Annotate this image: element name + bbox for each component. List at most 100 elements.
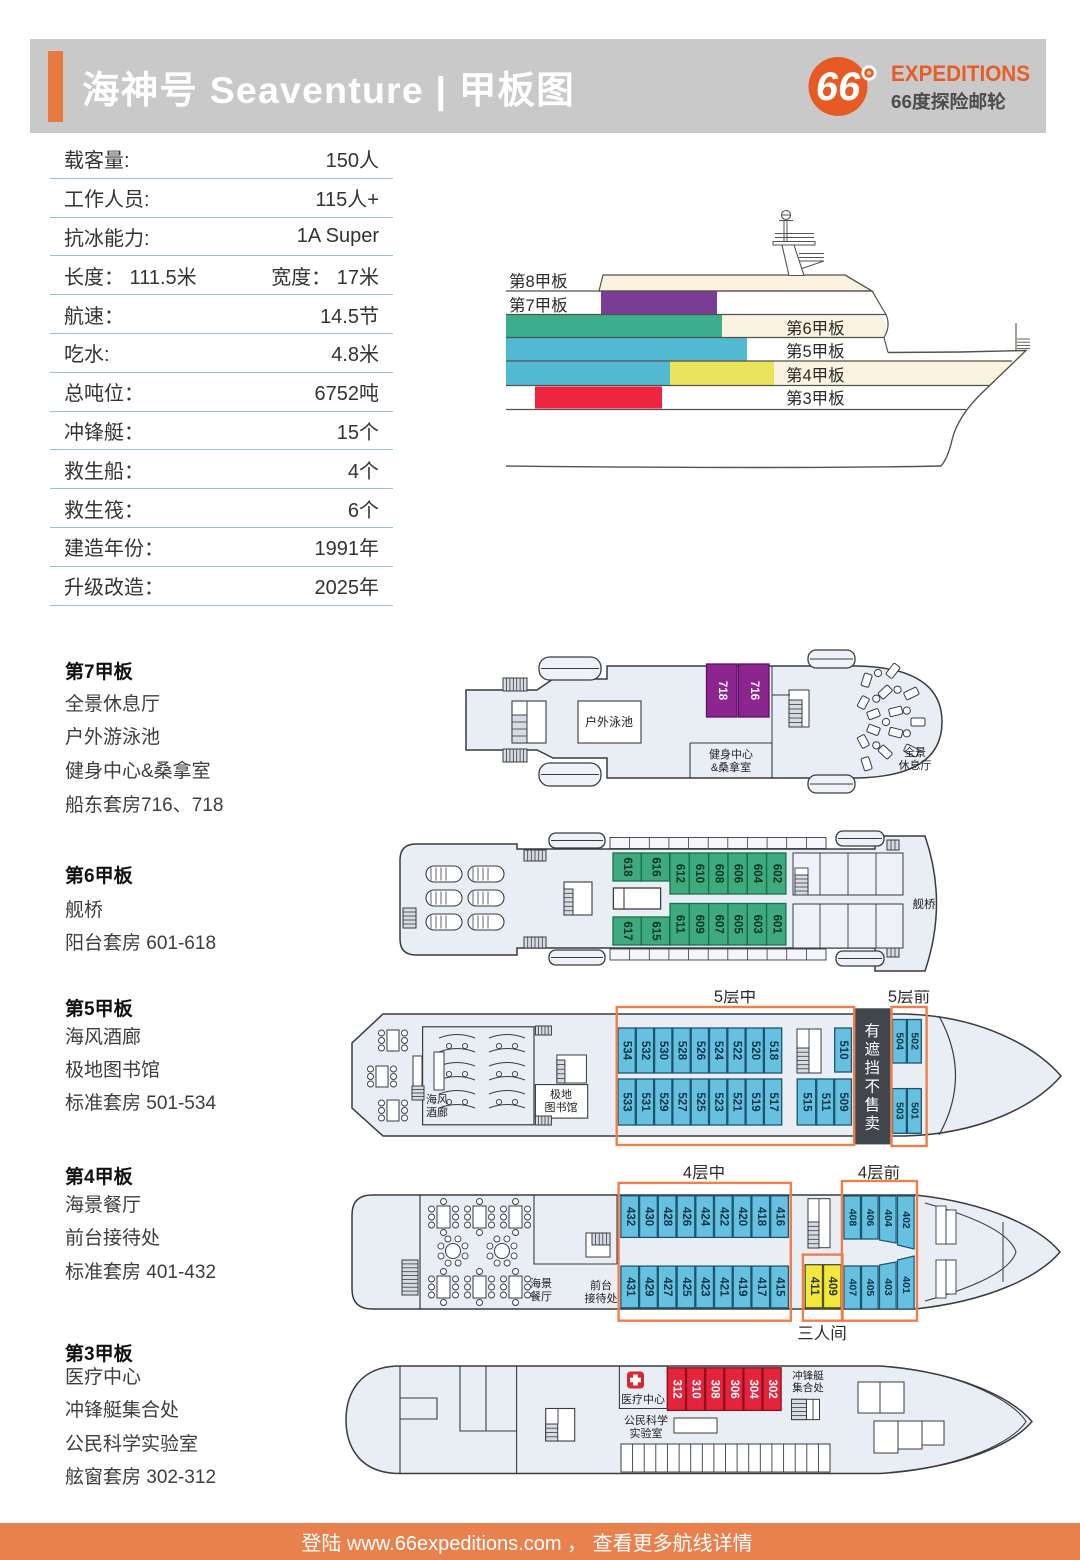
svg-text:509: 509 [837,1092,849,1111]
svg-text:607: 607 [712,915,724,934]
svg-text:510: 510 [837,1040,849,1059]
svg-text:健身中心: 健身中心 [709,747,753,761]
svg-text:531: 531 [639,1092,651,1112]
svg-text:4层中: 4层中 [683,1165,725,1182]
svg-text:534: 534 [621,1041,633,1061]
svg-text:532: 532 [639,1041,651,1060]
svg-text:实验室: 实验室 [630,1426,663,1440]
svg-text:407: 407 [846,1279,858,1297]
svg-text:EXPEDITIONS: EXPEDITIONS [891,61,1030,86]
svg-text:608: 608 [712,864,724,884]
svg-text:417: 417 [755,1277,767,1296]
svg-text:521: 521 [730,1092,742,1112]
svg-text:526: 526 [694,1041,706,1060]
svg-text:304: 304 [747,1380,759,1400]
svg-text:428: 428 [661,1207,673,1227]
svg-text:605: 605 [732,915,744,935]
svg-text:511: 511 [819,1093,831,1112]
svg-text:609: 609 [693,915,705,934]
svg-text:601: 601 [770,915,782,935]
svg-text:遮: 遮 [865,1041,881,1059]
svg-text:615: 615 [649,921,661,941]
svg-text:5层前: 5层前 [888,990,930,1006]
svg-text:极地: 极地 [550,1087,572,1101]
svg-text:515: 515 [800,1092,812,1112]
svg-text:525: 525 [694,1092,706,1112]
svg-text:409: 409 [826,1277,838,1296]
svg-text:422: 422 [717,1207,729,1226]
svg-text:挡: 挡 [865,1059,881,1077]
svg-text:医疗中心: 医疗中心 [621,1392,665,1406]
svg-text:420: 420 [736,1207,748,1226]
svg-text:611: 611 [674,915,686,934]
svg-text:501: 501 [909,1102,921,1120]
svg-text:集合处: 集合处 [792,1381,824,1394]
svg-text:519: 519 [749,1092,761,1111]
svg-text:427: 427 [661,1277,673,1296]
svg-text:售: 售 [865,1096,881,1114]
svg-text:海景: 海景 [530,1276,552,1290]
svg-text:5层中: 5层中 [714,990,756,1006]
svg-text:308: 308 [709,1380,721,1400]
svg-text:416: 416 [773,1207,785,1226]
svg-text:户外泳池: 户外泳池 [585,714,633,729]
svg-text:408: 408 [846,1209,858,1227]
svg-text:529: 529 [657,1092,669,1111]
svg-text:不: 不 [865,1079,881,1096]
svg-text:404: 404 [882,1209,894,1227]
svg-text:休息厅: 休息厅 [899,758,932,772]
svg-text:&桑拿室: &桑拿室 [711,760,751,774]
svg-text:66度探险邮轮: 66度探险邮轮 [891,91,1006,112]
svg-text:405: 405 [864,1279,876,1297]
svg-text:522: 522 [730,1041,742,1060]
svg-text:612: 612 [674,864,686,883]
svg-text:402: 402 [900,1211,912,1229]
svg-text:604: 604 [751,864,763,884]
svg-text:312: 312 [670,1380,682,1399]
svg-text:全景: 全景 [904,745,926,759]
svg-text:602: 602 [770,864,782,883]
svg-text:421: 421 [717,1277,729,1297]
svg-text:603: 603 [751,915,763,934]
svg-text:528: 528 [675,1041,687,1061]
svg-text:520: 520 [749,1041,761,1060]
svg-text:518: 518 [767,1041,779,1061]
svg-text:419: 419 [736,1277,748,1296]
svg-text:第8甲板: 第8甲板 [509,272,568,291]
svg-text:前台: 前台 [590,1278,612,1292]
svg-text:432: 432 [624,1207,636,1226]
svg-text:426: 426 [680,1207,692,1226]
svg-text:餐厅: 餐厅 [530,1289,552,1303]
svg-text:第3甲板: 第3甲板 [786,389,845,408]
svg-text:517: 517 [767,1092,779,1111]
svg-text:冲锋艇: 冲锋艇 [792,1369,824,1382]
svg-text:523: 523 [712,1092,724,1111]
svg-text:302: 302 [766,1380,778,1399]
svg-text:415: 415 [773,1277,785,1297]
svg-text:310: 310 [690,1380,702,1399]
svg-text:第5甲板: 第5甲板 [786,342,845,361]
svg-text:411: 411 [808,1277,820,1296]
svg-text:4层前: 4层前 [858,1165,900,1182]
svg-text:401: 401 [900,1276,912,1294]
svg-text:424: 424 [699,1207,711,1227]
svg-text:卖: 卖 [865,1115,881,1133]
svg-text:429: 429 [642,1277,654,1296]
svg-text:306: 306 [728,1380,740,1399]
svg-text:接待处: 接待处 [585,1291,618,1305]
svg-text:718: 718 [716,681,728,701]
svg-text:533: 533 [621,1092,633,1111]
svg-text:公民科学: 公民科学 [624,1413,668,1427]
svg-text:524: 524 [712,1041,724,1061]
svg-text:418: 418 [755,1207,767,1227]
svg-text:606: 606 [732,864,744,883]
svg-text:527: 527 [675,1092,687,1111]
svg-text:530: 530 [657,1041,669,1060]
svg-text:504: 504 [894,1032,906,1050]
svg-text:610: 610 [693,864,705,883]
svg-text:第6甲板: 第6甲板 [786,319,845,338]
svg-text:406: 406 [864,1209,876,1227]
svg-text:503: 503 [894,1102,906,1120]
svg-text:502: 502 [909,1032,921,1050]
svg-text:617: 617 [621,921,633,940]
